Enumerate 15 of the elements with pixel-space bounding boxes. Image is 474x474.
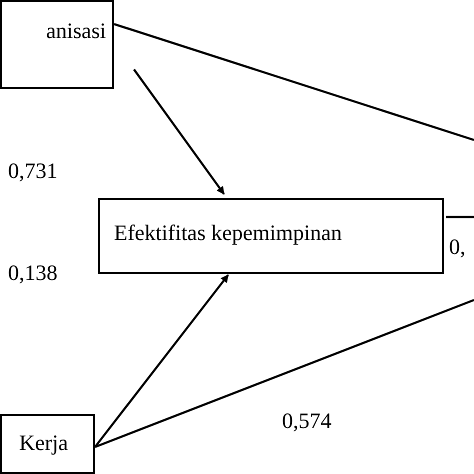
connector-line xyxy=(94,298,474,448)
arrow xyxy=(94,274,229,448)
variable-box xyxy=(0,0,114,89)
path-coefficient: 0, xyxy=(449,236,466,258)
connector-line xyxy=(114,22,474,142)
box-label: anisasi xyxy=(46,18,106,44)
variable-box xyxy=(0,414,95,474)
arrow xyxy=(133,68,225,195)
path-coefficient: 0,138 xyxy=(8,262,58,284)
box-label: Efektifitas kepemimpinan xyxy=(114,220,342,246)
box-label: Kerja xyxy=(19,430,68,456)
path-coefficient: 0,574 xyxy=(282,410,332,432)
variable-box xyxy=(98,198,444,274)
path-coefficient: 0,731 xyxy=(8,160,58,182)
connector-line xyxy=(446,216,474,218)
